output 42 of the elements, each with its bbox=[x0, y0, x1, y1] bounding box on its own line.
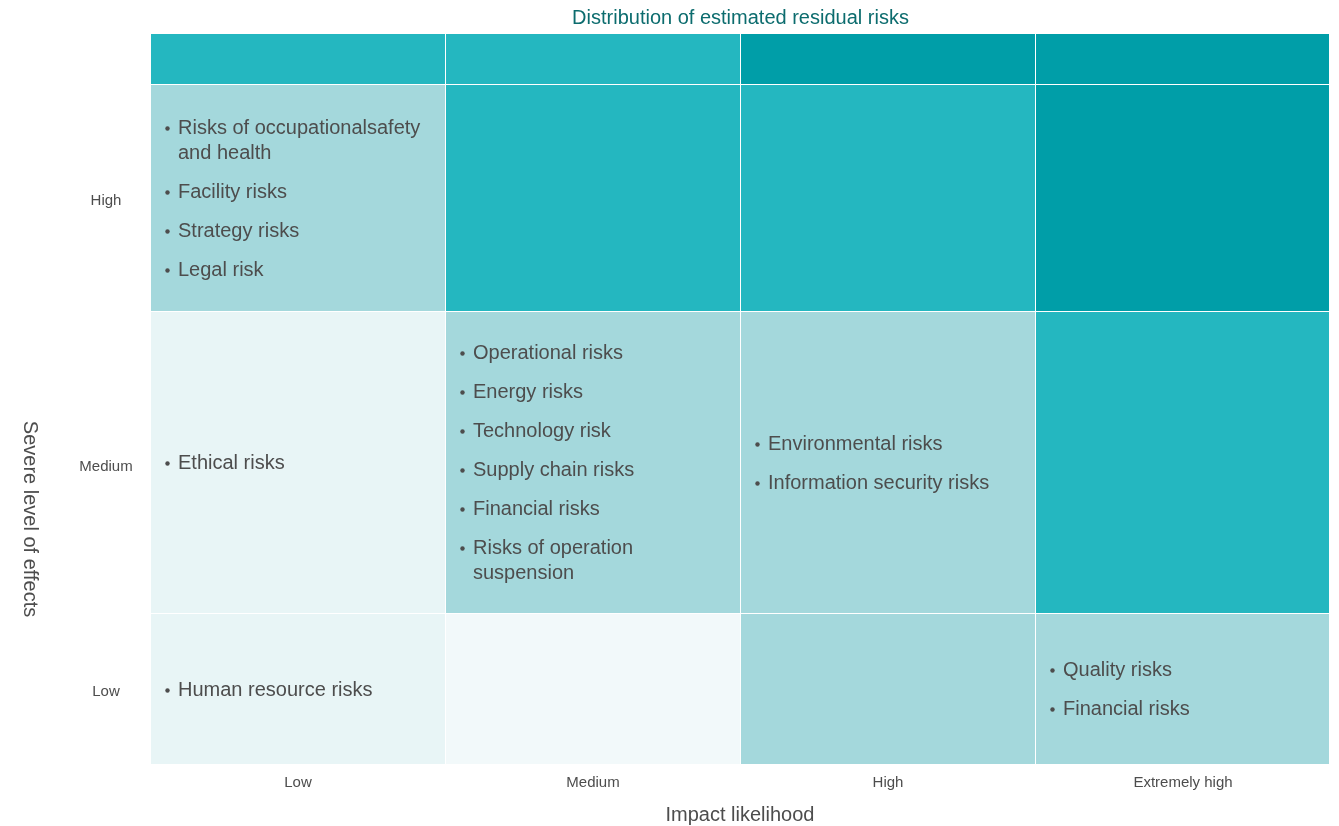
row-label: High bbox=[90, 190, 122, 208]
risk-label: Operational risks bbox=[473, 340, 624, 365]
risk-label: Strategy risks bbox=[178, 217, 300, 243]
matrix-cell bbox=[446, 614, 740, 764]
matrix-cell bbox=[741, 34, 1035, 84]
matrix-cell bbox=[741, 312, 1035, 613]
matrix-cell bbox=[741, 85, 1035, 311]
risk-label: Risks of operation suspension bbox=[473, 535, 635, 585]
axis-title: Severe level of effects bbox=[18, 420, 42, 618]
risk-label: Facility risks bbox=[178, 178, 287, 204]
matrix-cell bbox=[446, 34, 740, 84]
column-label: Medium bbox=[566, 772, 620, 790]
axis-title: Impact likelihood bbox=[665, 802, 815, 826]
risk-label: Quality risks bbox=[1063, 657, 1172, 682]
risk-label: Technology risk bbox=[473, 418, 611, 443]
matrix-cell bbox=[1036, 85, 1329, 311]
column-label: Low bbox=[284, 772, 312, 790]
risk-label: Legal risk bbox=[178, 256, 264, 282]
chart-title: Distribution of estimated residual risks bbox=[571, 6, 910, 29]
matrix-cell bbox=[151, 312, 445, 613]
matrix-cell bbox=[1036, 34, 1329, 84]
matrix-cell bbox=[151, 85, 445, 311]
risk-label: Human resource risks bbox=[178, 676, 373, 702]
risk-label: Risks of occupationalsafety and health bbox=[178, 114, 422, 165]
matrix-cell bbox=[1036, 614, 1329, 764]
column-label: Extremely high bbox=[1133, 772, 1233, 790]
risk-label: Financial risks bbox=[473, 496, 600, 521]
risk-label: Ethical risks bbox=[178, 450, 285, 475]
matrix-cell bbox=[151, 614, 445, 764]
risk-label: Energy risks bbox=[473, 379, 584, 404]
risk-label: Supply chain risks bbox=[473, 457, 635, 482]
risk-label: Financial risks bbox=[1063, 696, 1190, 721]
matrix-cell bbox=[151, 34, 445, 84]
risk-label: Environmental risks bbox=[768, 430, 943, 456]
matrix-cell bbox=[446, 312, 740, 613]
matrix-cell bbox=[446, 85, 740, 311]
matrix-cell bbox=[1036, 312, 1329, 613]
risk-label: Information security risks bbox=[768, 469, 990, 495]
column-label: High bbox=[872, 772, 904, 790]
row-label: Medium bbox=[79, 456, 133, 474]
matrix-cell bbox=[741, 614, 1035, 764]
row-label: Low bbox=[92, 681, 120, 699]
